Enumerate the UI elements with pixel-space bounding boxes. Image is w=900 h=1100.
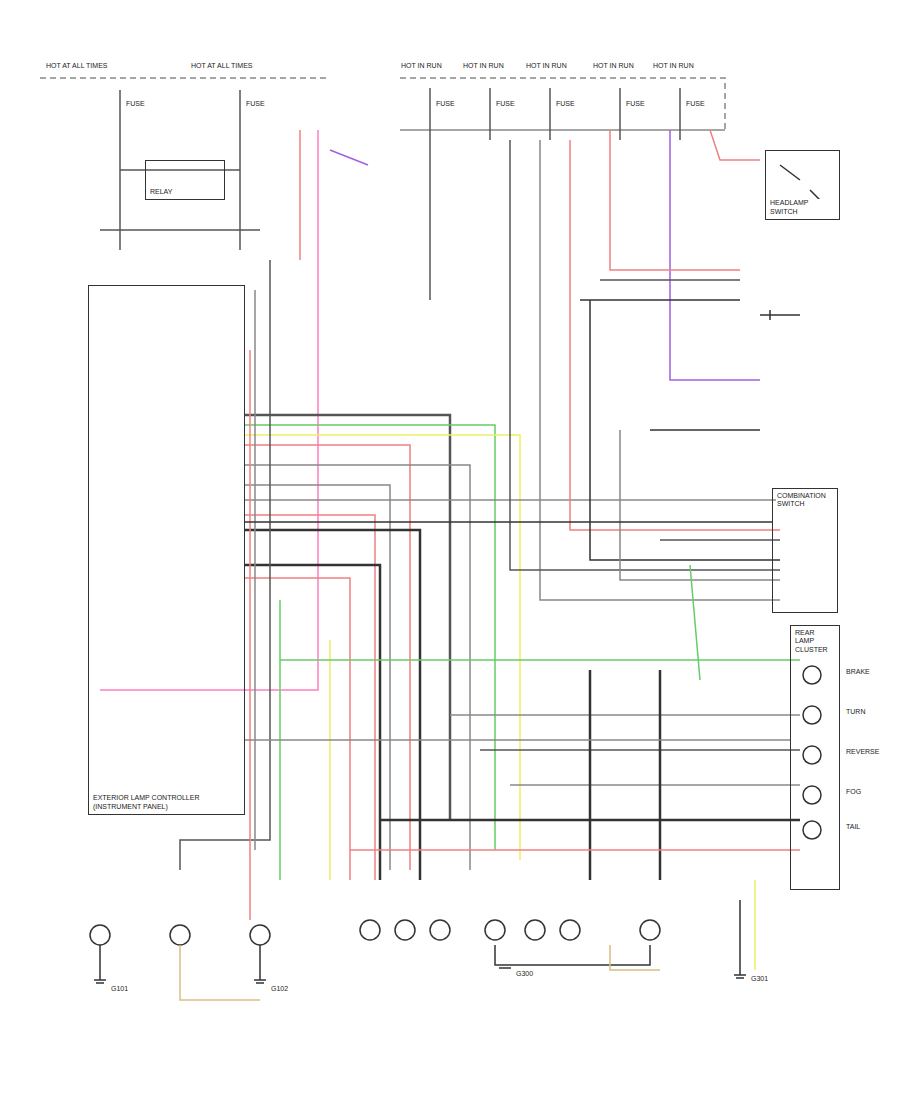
wire-label: TURN (845, 708, 866, 716)
wire-label: HOT AT ALL TIMES (45, 62, 108, 70)
wire-label: HOT IN RUN (652, 62, 695, 70)
wire-label: FUSE (435, 100, 456, 108)
node-label: RELAY (149, 188, 173, 196)
node-label: COMBINATION SWITCH (776, 492, 834, 509)
switch-box: COMBINATION SWITCH (772, 488, 838, 613)
wire-label: TAIL (845, 823, 861, 831)
controller-box: EXTERIOR LAMP CONTROLLER (INSTRUMENT PAN… (88, 285, 245, 815)
wire-label: G301 (750, 975, 769, 983)
lamp-cluster-box: REAR LAMP CLUSTER (790, 625, 840, 890)
wire-label: HOT IN RUN (462, 62, 505, 70)
wire-label: HOT IN RUN (592, 62, 635, 70)
wire-label: HOT IN RUN (400, 62, 443, 70)
wire-label: G102 (270, 985, 289, 993)
node-label: REAR LAMP CLUSTER (794, 629, 836, 654)
wire-label: FUSE (245, 100, 266, 108)
wire-connector (245, 521, 772, 523)
wire-label: G300 (515, 970, 534, 978)
wire-connector (245, 739, 790, 741)
wire-label: G101 (110, 985, 129, 993)
wire-label: REVERSE (845, 748, 880, 756)
node-label: HEADLAMP SWITCH (769, 199, 836, 216)
wire-label: HOT IN RUN (525, 62, 568, 70)
wire-label: FUSE (625, 100, 646, 108)
wire-label: HOT AT ALL TIMES (190, 62, 253, 70)
switch-box: HEADLAMP SWITCH (765, 150, 840, 220)
relay-box: RELAY (145, 160, 225, 200)
wire-label: BRAKE (845, 668, 871, 676)
wire-label: FUSE (555, 100, 576, 108)
wire-label: FUSE (495, 100, 516, 108)
wire-label: FUSE (685, 100, 706, 108)
node-label: EXTERIOR LAMP CONTROLLER (INSTRUMENT PAN… (92, 794, 241, 811)
wire-label: FUSE (125, 100, 146, 108)
wire-label: FOG (845, 788, 862, 796)
